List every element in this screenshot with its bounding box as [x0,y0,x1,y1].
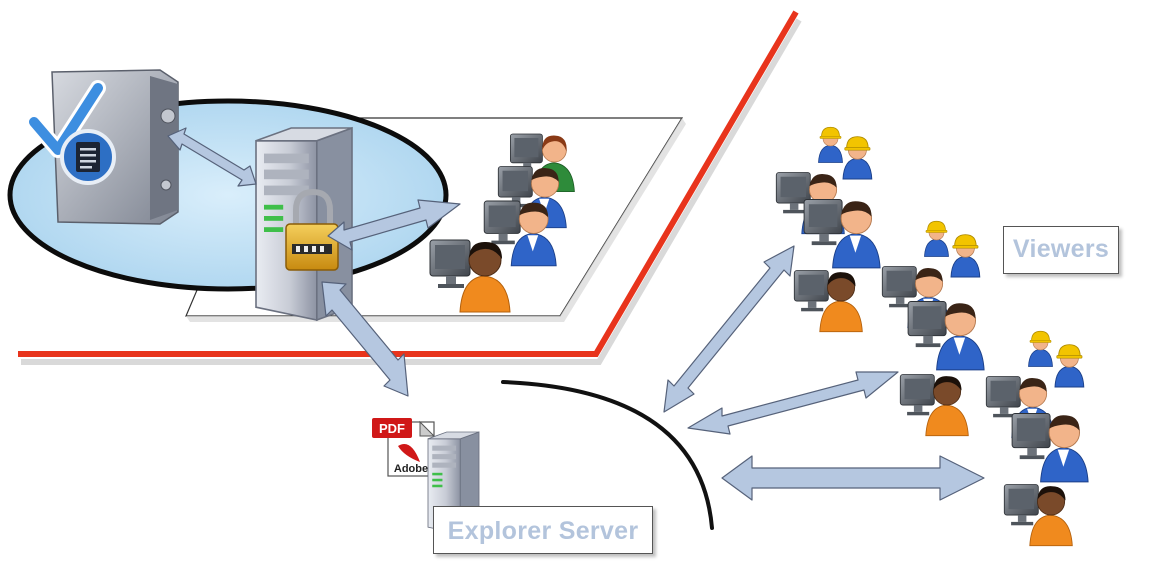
arrow-server-explorer [321,281,409,397]
user-at-computer-icon [793,270,863,333]
connection-arrows [167,127,985,501]
padlock-icon [285,188,339,271]
pdf-badge-text: PDF [379,421,405,436]
pdf-document-icon: PDF Adobe [372,418,436,477]
user-at-computer-icon [1011,413,1089,483]
arrow-vault-server [167,127,257,187]
arrow-server-users [327,199,461,251]
user-at-computer-icon [907,301,985,371]
document-icon [60,129,116,185]
explorer-server-label: Explorer Server [433,506,653,554]
viewers-group-bottom [985,330,1089,547]
user-at-computer-icon [1003,484,1073,547]
worker-hardhat-icon [818,126,843,163]
vault-check-icon [26,69,179,225]
worker-hardhat-icon [950,234,981,278]
adobe-text: Adobe [394,463,428,475]
worker-hardhat-icon [1054,344,1085,388]
viewers-group-top [775,126,881,333]
network-boundary-line [18,10,802,365]
worker-hardhat-icon [1028,330,1053,367]
arrow-explorer-viewers-3 [721,455,985,501]
divider-curve [501,380,714,530]
viewers-label: Viewers [1003,226,1119,274]
arrow-explorer-viewers-2 [687,371,899,435]
worker-hardhat-icon [842,136,873,180]
worker-hardhat-icon [924,220,949,257]
user-at-computer-icon [899,374,969,437]
viewers-group-middle [881,220,985,437]
arrow-explorer-viewers-1 [663,245,795,413]
